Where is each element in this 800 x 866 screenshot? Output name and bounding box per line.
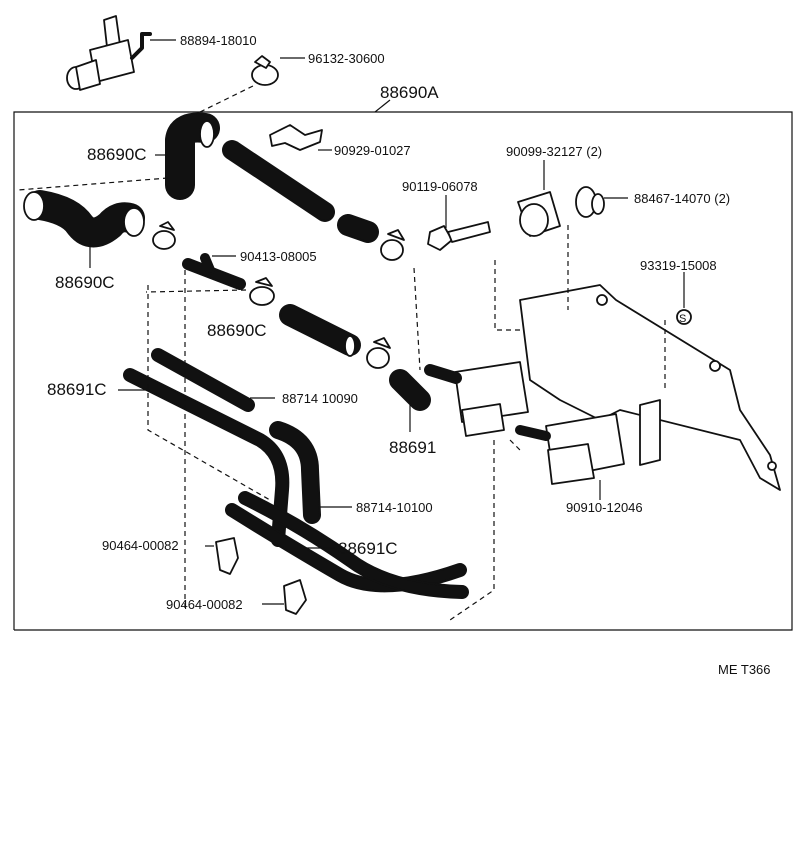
hose-clamp-96132 (251, 55, 279, 86)
label-88690C-left: 88690C (55, 273, 115, 292)
vacuum-sensor-part (66, 15, 152, 91)
elbow-hose-top (165, 112, 220, 200)
hose-clamp-lower (249, 277, 275, 306)
hose-88714-10100 (269, 421, 321, 524)
short-hose-piece (337, 214, 379, 243)
label-88714-10100: 88714-10100 (356, 500, 433, 515)
label-88467-14070: 88467-14070 (2) (634, 191, 730, 206)
hose-clamp-vsv (366, 337, 391, 369)
straight-hose-mid (279, 304, 361, 357)
label-88714-10090: 88714 10090 (282, 391, 358, 406)
bolt-90119 (427, 221, 491, 251)
metal-pipe-left (123, 348, 290, 547)
label-90099-32127: 90099-32127 (2) (506, 144, 602, 159)
vsv-hose-88691 (389, 369, 431, 411)
label-90910-12046: 90910-12046 (566, 500, 643, 515)
footer-code: ME T366 (718, 662, 771, 677)
vacuum-switching-valve-1 (424, 361, 529, 437)
label-90413-08005: 90413-08005 (240, 249, 317, 264)
assembly-frame (13, 111, 793, 631)
straight-hose-top (222, 140, 335, 222)
metal-pipe-bottom (225, 491, 469, 599)
label-88691C-left: 88691C (47, 380, 107, 399)
label-90929-01027: 90929-01027 (334, 143, 411, 158)
s-hose-left (23, 190, 145, 248)
hose-clamp-mid (380, 229, 405, 261)
cushion-90099 (517, 191, 561, 237)
label-88691: 88691 (389, 438, 436, 457)
label-88894-18010: 88894-18010 (180, 33, 257, 48)
vacuum-switching-valve-2 (515, 413, 625, 485)
label-88691C-bottom: 88691C (338, 539, 398, 558)
label-93319-15008: 93319-15008 (640, 258, 717, 273)
grommet-88467 (575, 186, 605, 218)
pipe-clip-lower (283, 579, 307, 615)
label-88690A: 88690A (380, 83, 439, 102)
pipe-clip-upper (215, 537, 239, 575)
label-88690C-mid: 88690C (207, 321, 267, 340)
t-joint-90413 (182, 253, 246, 290)
label-90464-00082-upper: 90464-00082 (102, 538, 179, 553)
label-90119-06078: 90119-06078 (402, 179, 478, 194)
clip-90929 (269, 124, 323, 151)
s-symbol (676, 309, 692, 325)
hose-clamp-left (152, 221, 176, 250)
label-88690C-top: 88690C (87, 145, 147, 164)
mounting-bracket (519, 284, 781, 491)
label-96132-30600: 96132-30600 (308, 51, 385, 66)
s-symbol-text: S (679, 313, 686, 325)
label-90464-00082-lower: 90464-00082 (166, 597, 243, 612)
